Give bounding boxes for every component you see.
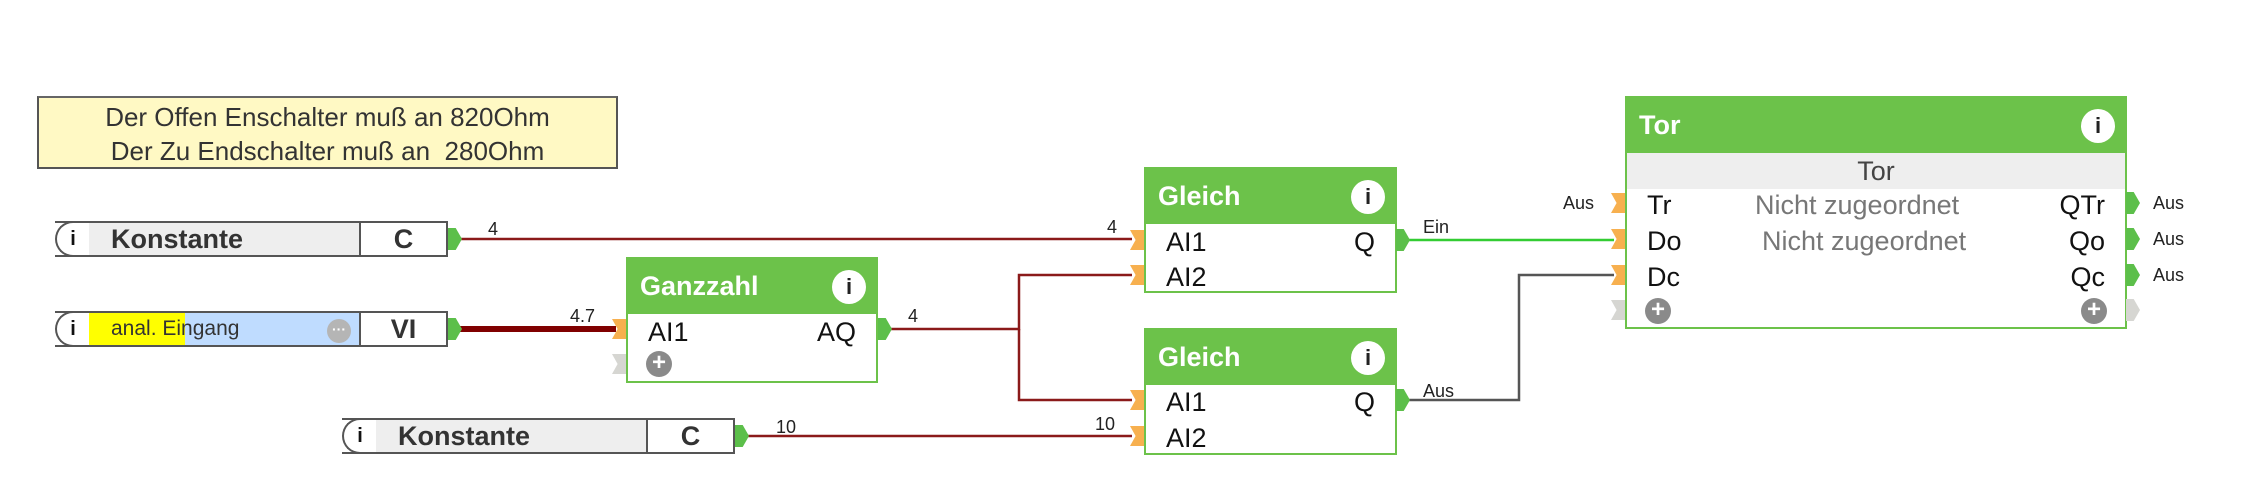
wire-ganzzahl-to-gleich1-ai2[interactable]: [890, 273, 1132, 331]
output-port[interactable]: [2126, 192, 2140, 214]
output-label: Q: [1353, 386, 1375, 417]
input-port-add[interactable]: [1611, 300, 1625, 320]
input-label: AI2: [1166, 261, 1207, 292]
output-port[interactable]: [1396, 389, 1410, 411]
analog-input-name[interactable]: anal. Eingang ···: [89, 313, 361, 345]
block-header[interactable]: Tor i: [1627, 98, 2125, 153]
block-subtitle: Tor: [1627, 153, 2125, 189]
output-port[interactable]: [735, 425, 749, 447]
input-port[interactable]: [1130, 265, 1144, 285]
wire-value-label: Aus: [2153, 229, 2185, 249]
comment-box[interactable]: Der Offen Enschalter muß an 820Ohm Der Z…: [37, 96, 618, 169]
add-input-icon[interactable]: +: [646, 351, 672, 377]
io-row: AI2: [1146, 259, 1395, 295]
wire-value-label: 10: [776, 417, 797, 437]
assignment-label[interactable]: Nicht zugeordnet: [1762, 225, 1967, 256]
output-label: Q: [1353, 226, 1375, 257]
output-label: QTr: [2059, 189, 2105, 220]
wire-value-label: 4.7: [570, 306, 596, 326]
output-port[interactable]: [448, 318, 462, 340]
input-port[interactable]: [1130, 230, 1144, 250]
output-port[interactable]: [1396, 229, 1410, 251]
io-row: AI1 Q: [1146, 384, 1395, 420]
comment-line: Der Offen Enschalter muß an 820Ohm: [105, 102, 550, 132]
assignment-label[interactable]: Nicht zugeordnet: [1755, 189, 1960, 220]
info-icon[interactable]: i: [342, 418, 376, 454]
constant-name: Konstante: [89, 223, 361, 255]
input-label: AI1: [648, 316, 689, 347]
output-port[interactable]: [878, 318, 892, 340]
gleich-block-1[interactable]: Gleich i AI1 Q AI2: [1144, 167, 1397, 293]
input-label: Do: [1647, 225, 1682, 256]
wire-value-label: Ein: [1423, 217, 1450, 237]
input-port-add[interactable]: [612, 354, 626, 374]
more-icon[interactable]: ···: [327, 319, 351, 343]
block-title: Tor: [1639, 110, 1681, 140]
ganzzahl-block[interactable]: Ganzzahl i AI1 AQ +: [626, 257, 878, 383]
constant-block-1[interactable]: i Konstante C: [55, 221, 448, 257]
io-row: AI1 Q: [1146, 224, 1395, 260]
input-label: AI2: [1166, 422, 1207, 453]
analog-input-output-label: VI: [390, 313, 417, 344]
output-label: AQ: [816, 316, 856, 347]
output-port[interactable]: [2126, 264, 2140, 286]
wire-value-label: Aus: [2153, 265, 2185, 285]
constant-name: Konstante: [376, 420, 648, 452]
io-row: Tr Nicht zugeordnet QTr: [1627, 187, 2125, 223]
tor-block[interactable]: Tor i Tor Tr Nicht zugeordnet QTr Do Nic…: [1625, 96, 2127, 329]
input-port[interactable]: [1611, 265, 1625, 285]
output-port[interactable]: [448, 228, 462, 250]
io-row: Dc Qc: [1627, 259, 2125, 295]
constant-output-label: C: [393, 223, 414, 254]
block-header[interactable]: Ganzzahl i: [628, 259, 876, 314]
block-header[interactable]: Gleich i: [1146, 169, 1395, 224]
output-label: Qo: [2068, 225, 2105, 256]
wire-value-label: Aus: [2153, 193, 2185, 213]
info-icon[interactable]: i: [55, 221, 89, 257]
io-row: AI1 AQ: [628, 314, 876, 350]
block-title: Gleich: [1158, 181, 1241, 211]
wire-value-label: Aus: [1563, 193, 1595, 213]
wire-value-label: 4: [1107, 217, 1118, 237]
output-port-add[interactable]: [2126, 299, 2140, 321]
comment-line: Der Zu Endschalter muß an 280Ohm: [110, 136, 545, 166]
info-icon[interactable]: i: [832, 269, 866, 304]
wire-value-label: 10: [1095, 414, 1116, 434]
input-port[interactable]: [1130, 426, 1144, 446]
add-input-icon[interactable]: +: [1645, 298, 1671, 324]
gleich-block-2[interactable]: Gleich i AI1 Q AI2: [1144, 328, 1397, 455]
output-label: Qc: [2070, 261, 2105, 292]
constant-block-2[interactable]: i Konstante C: [342, 418, 735, 454]
wire-ganzzahl-to-gleich2-ai1[interactable]: [1017, 329, 1132, 402]
info-icon[interactable]: i: [2081, 108, 2115, 143]
output-port[interactable]: [2126, 228, 2140, 250]
highlight: [89, 313, 185, 345]
analog-input-label: anal. Eingang: [111, 317, 240, 340]
block-title: Ganzzahl: [640, 271, 759, 301]
input-label: Tr: [1647, 189, 1672, 220]
block-title: Gleich: [1158, 342, 1241, 372]
block-header[interactable]: Gleich i: [1146, 330, 1395, 385]
info-icon[interactable]: i: [1351, 179, 1385, 214]
add-output-icon[interactable]: +: [2081, 298, 2107, 324]
info-icon[interactable]: i: [55, 311, 89, 347]
input-port[interactable]: [1130, 390, 1144, 410]
io-row: AI2: [1146, 420, 1395, 456]
info-icon[interactable]: i: [1351, 340, 1385, 375]
input-port[interactable]: [612, 319, 626, 339]
input-port[interactable]: [1611, 229, 1625, 249]
wire-value-label: Aus: [1423, 381, 1455, 401]
input-label: AI1: [1166, 386, 1207, 417]
input-label: AI1: [1166, 226, 1207, 257]
io-row: Do Nicht zugeordnet Qo: [1627, 223, 2125, 259]
wire-gleich2-to-tor-dc[interactable]: [1408, 273, 1614, 402]
input-label: Dc: [1647, 261, 1680, 292]
analog-input-block[interactable]: i anal. Eingang ··· VI: [55, 311, 448, 347]
input-port[interactable]: [1611, 193, 1625, 213]
wire-value-label: 4: [488, 219, 499, 239]
wire-value-label: 4: [908, 306, 919, 326]
constant-output-label: C: [680, 420, 701, 451]
